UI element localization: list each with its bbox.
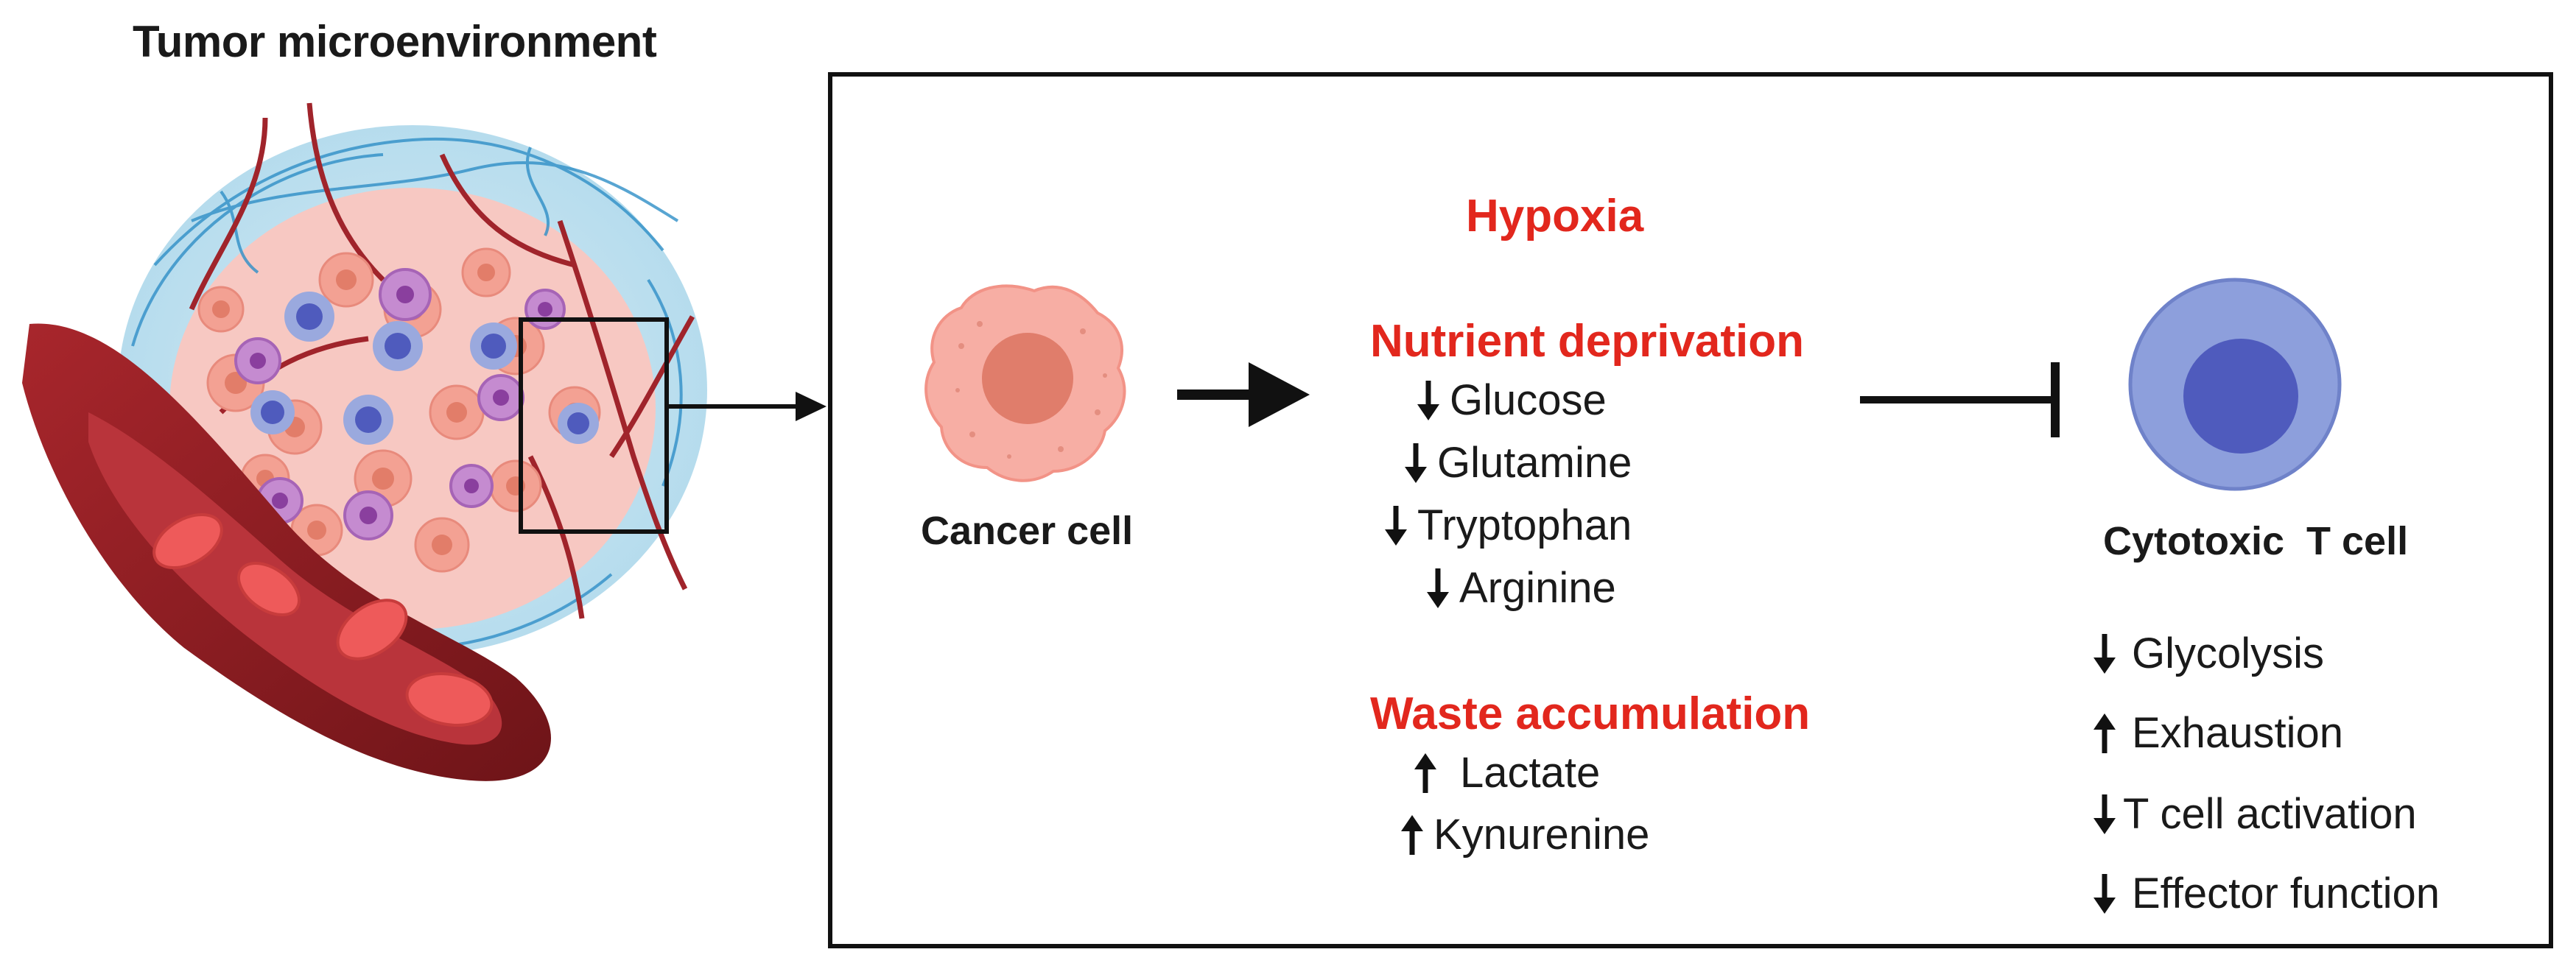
nutrient-label: Glutamine	[1437, 439, 1632, 487]
effect-item: Glycolysis	[2092, 629, 2324, 678]
effect-label: Exhaustion	[2132, 709, 2343, 757]
zoom-connector-arrowhead	[796, 392, 827, 421]
effect-item: Effector function	[2092, 869, 2440, 918]
nutrient-item: Glutamine	[1403, 438, 1632, 487]
cancer-cell-granules	[955, 321, 1107, 459]
flow-arrowhead	[1249, 362, 1310, 427]
mechanism-panel	[828, 72, 2553, 948]
arrow-down-icon	[2094, 633, 2116, 674]
arrow-up-icon	[2094, 713, 2116, 753]
effect-item: Exhaustion	[2092, 708, 2343, 758]
nutrient-item: Tryptophan	[1383, 501, 1632, 550]
effect-label: Effector function	[2132, 870, 2440, 917]
waste-heading: Waste accumulation	[1370, 688, 1811, 739]
effect-item: T cell activation	[2092, 789, 2417, 839]
t-cell-nucleus	[2183, 339, 2298, 454]
arrow-down-icon	[1385, 505, 1407, 546]
cancer-cell-nucleus	[982, 333, 1073, 424]
illustration-title: Tumor microenvironment	[133, 17, 657, 66]
nutrient-heading: Nutrient deprivation	[1370, 316, 1805, 367]
nutrient-item: Arginine	[1425, 563, 1616, 613]
arrow-down-icon	[1417, 380, 1439, 420]
arrow-up-icon	[1401, 814, 1423, 855]
red-blood-cells	[152, 512, 494, 727]
waste-item: Kynurenine	[1400, 810, 1649, 859]
cancer-cell-label: Cancer cell	[921, 509, 1134, 553]
vessel-branches	[189, 102, 695, 619]
t-cell-label: Cytotoxic T cell	[2103, 519, 2409, 563]
arrow-down-icon	[1427, 568, 1449, 608]
waste-label: Lactate	[1460, 749, 1601, 797]
arrow-down-icon	[1405, 443, 1427, 483]
tumor-t-cells	[250, 292, 599, 445]
nutrient-item: Glucose	[1416, 376, 1607, 425]
waste-label: Kynurenine	[1433, 811, 1650, 859]
arrow-down-icon	[2094, 873, 2116, 914]
nutrient-label: Glucose	[1450, 376, 1607, 424]
nutrient-label: Tryptophan	[1417, 501, 1632, 549]
arrow-up-icon	[1414, 752, 1436, 793]
arrow-down-icon	[2094, 794, 2116, 834]
effect-label: Glycolysis	[2132, 630, 2325, 677]
zoom-box	[519, 317, 669, 534]
tumor-macrophage-nuclei	[250, 286, 552, 524]
hypoxia-heading: Hypoxia	[1466, 191, 1644, 242]
effect-label: T cell activation	[2123, 790, 2417, 838]
vessel-lumen	[88, 412, 502, 745]
waste-item: Lactate	[1413, 748, 1600, 797]
nutrient-label: Arginine	[1459, 564, 1616, 612]
